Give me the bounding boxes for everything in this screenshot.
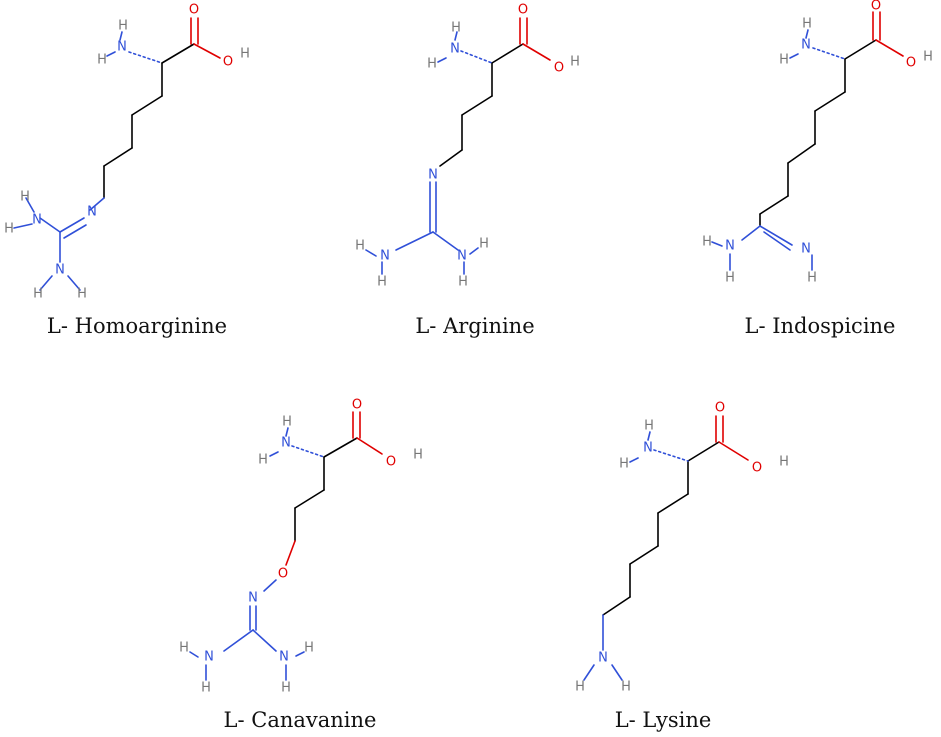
nitrogen-atom: N xyxy=(281,436,291,451)
nitrogen-atom: N xyxy=(279,650,289,665)
compound-name: L- Indospicine xyxy=(745,314,896,338)
hydrogen-atom: H xyxy=(240,47,250,62)
nitrogen-atom: N xyxy=(801,38,811,53)
oxygen-atom: O xyxy=(189,3,199,18)
hydrogen-atom: H xyxy=(451,21,461,36)
hydrogen-atom: H xyxy=(413,448,423,463)
hydrogen-atom: H xyxy=(282,415,292,430)
atoms: O O H N H H N N H H N H H xyxy=(355,3,580,290)
nitrogen-atom: N xyxy=(87,205,97,220)
structure-canavanine: O O H N H H O N N H H N H H L- Canavanin… xyxy=(179,398,423,733)
hydrogen-atom: H xyxy=(118,19,128,34)
hydrogen-atom: H xyxy=(97,53,107,68)
oxygen-atom: O xyxy=(386,455,396,470)
hydrogen-atom: H xyxy=(702,235,712,250)
hydrogen-atom: H xyxy=(802,17,812,32)
bonds xyxy=(189,411,383,681)
hydrogen-atom: H xyxy=(77,287,87,302)
nitrogen-atom: N xyxy=(380,249,390,264)
hydrogen-atom: H xyxy=(304,641,314,656)
hydrogen-atom: H xyxy=(427,57,437,72)
nitrogen-atom: N xyxy=(248,591,258,606)
hydrogen-atom: H xyxy=(201,681,211,696)
hydrogen-atom: H xyxy=(619,457,629,472)
hydrogen-atom: H xyxy=(570,55,580,70)
oxygen-atom: O xyxy=(278,567,288,582)
compound-name: L- Lysine xyxy=(615,708,712,732)
hydrogen-atom: H xyxy=(458,275,468,290)
nitrogen-atom: N xyxy=(450,42,460,57)
bonds xyxy=(365,17,551,275)
atoms: O O H N H H N H H xyxy=(575,401,789,695)
nitrogen-atom: N xyxy=(32,213,42,228)
bonds xyxy=(583,415,749,681)
hydrogen-atom: H xyxy=(725,271,735,286)
hydrogen-atom: H xyxy=(33,287,43,302)
oxygen-atom: O xyxy=(223,55,233,70)
nitrogen-atom: N xyxy=(801,242,811,257)
hydrogen-atom: H xyxy=(258,453,268,468)
structure-lysine: O O H N H H N H H L- Lysine xyxy=(575,401,789,733)
hydrogen-atom: H xyxy=(179,641,189,656)
oxygen-atom: O xyxy=(518,3,528,18)
hydrogen-atom: H xyxy=(621,680,631,695)
oxygen-atom: O xyxy=(752,461,762,476)
oxygen-atom: O xyxy=(715,401,725,416)
nitrogen-atom: N xyxy=(55,263,65,278)
structure-arginine: O O H N H H N N H H N H H L- Arginine xyxy=(355,3,580,339)
nitrogen-atom: N xyxy=(204,650,214,665)
nitrogen-atom: N xyxy=(598,651,608,666)
nitrogen-atom: N xyxy=(725,239,735,254)
nitrogen-atom: N xyxy=(428,168,438,183)
hydrogen-atom: H xyxy=(479,237,489,252)
oxygen-atom: O xyxy=(554,61,564,76)
structure-indospicine: O O H N H H N H H N H L- Indospicine xyxy=(702,0,933,338)
hydrogen-atom: H xyxy=(644,419,654,434)
hydrogen-atom: H xyxy=(20,190,30,205)
hydrogen-atom: H xyxy=(281,681,291,696)
hydrogen-atom: H xyxy=(779,455,789,470)
atoms: O O H N H H N H H N H xyxy=(702,0,933,286)
hydrogen-atom: H xyxy=(575,680,585,695)
oxygen-atom: O xyxy=(906,56,916,71)
nitrogen-atom: N xyxy=(643,441,653,456)
bonds xyxy=(13,17,221,291)
oxygen-atom: O xyxy=(352,398,362,413)
hydrogen-atom: H xyxy=(779,53,789,68)
atoms: O O H N H H N N H H N H H xyxy=(4,3,250,302)
atoms: O O H N H H O N N H H N H H xyxy=(179,398,423,696)
hydrogen-atom: H xyxy=(807,271,817,286)
compound-name: L- Canavanine xyxy=(224,708,377,732)
hydrogen-atom: H xyxy=(377,275,387,290)
structure-homoarginine: O O H N H H N N H H N H H L- Homoarginin… xyxy=(4,3,250,339)
hydrogen-atom: H xyxy=(923,50,933,65)
hydrogen-atom: H xyxy=(355,239,365,254)
nitrogen-atom: N xyxy=(117,40,127,55)
bonds xyxy=(711,11,904,271)
hydrogen-atom: H xyxy=(4,222,14,237)
nitrogen-atom: N xyxy=(457,249,467,264)
compound-name: L- Homoarginine xyxy=(47,314,227,338)
oxygen-atom: O xyxy=(871,0,881,14)
compound-name: L- Arginine xyxy=(415,314,534,338)
